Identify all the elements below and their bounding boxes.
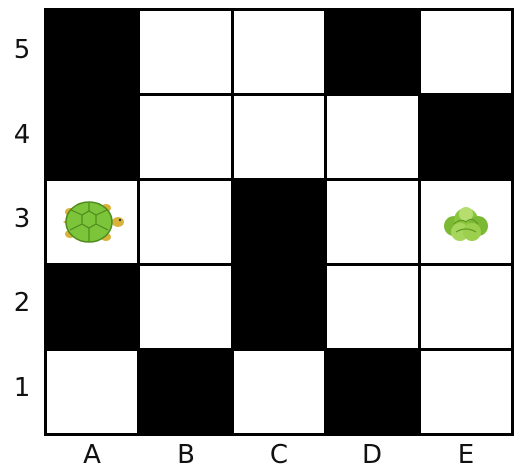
square-c2[interactable]	[234, 266, 324, 348]
square-e5[interactable]	[421, 11, 511, 93]
row-label-3: 3	[10, 204, 34, 234]
square-a2[interactable]	[47, 266, 137, 348]
board-grid	[47, 11, 511, 433]
square-b2[interactable]	[140, 266, 230, 348]
square-b5[interactable]	[140, 11, 230, 93]
square-e1[interactable]	[421, 351, 511, 433]
column-label-c: C	[259, 440, 299, 470]
square-c4[interactable]	[234, 96, 324, 178]
turtle-icon	[60, 194, 124, 250]
square-a4[interactable]	[47, 96, 137, 178]
column-label-d: D	[352, 440, 392, 470]
square-d1[interactable]	[327, 351, 417, 433]
row-label-1: 1	[10, 373, 34, 403]
row-label-2: 2	[10, 288, 34, 318]
column-label-e: E	[446, 440, 486, 470]
square-d4[interactable]	[327, 96, 417, 178]
square-e4[interactable]	[421, 96, 511, 178]
square-e2[interactable]	[421, 266, 511, 348]
column-label-a: A	[72, 440, 112, 470]
square-b1[interactable]	[140, 351, 230, 433]
square-c3[interactable]	[234, 181, 324, 263]
square-a3[interactable]	[47, 181, 137, 263]
square-c1[interactable]	[234, 351, 324, 433]
lettuce-icon	[440, 200, 492, 244]
square-b4[interactable]	[140, 96, 230, 178]
game-board	[44, 8, 514, 436]
square-d2[interactable]	[327, 266, 417, 348]
square-a5[interactable]	[47, 11, 137, 93]
square-d5[interactable]	[327, 11, 417, 93]
square-c5[interactable]	[234, 11, 324, 93]
square-a1[interactable]	[47, 351, 137, 433]
square-b3[interactable]	[140, 181, 230, 263]
square-d3[interactable]	[327, 181, 417, 263]
square-e3[interactable]	[421, 181, 511, 263]
row-label-5: 5	[10, 35, 34, 65]
column-label-b: B	[166, 440, 206, 470]
row-label-4: 4	[10, 120, 34, 150]
